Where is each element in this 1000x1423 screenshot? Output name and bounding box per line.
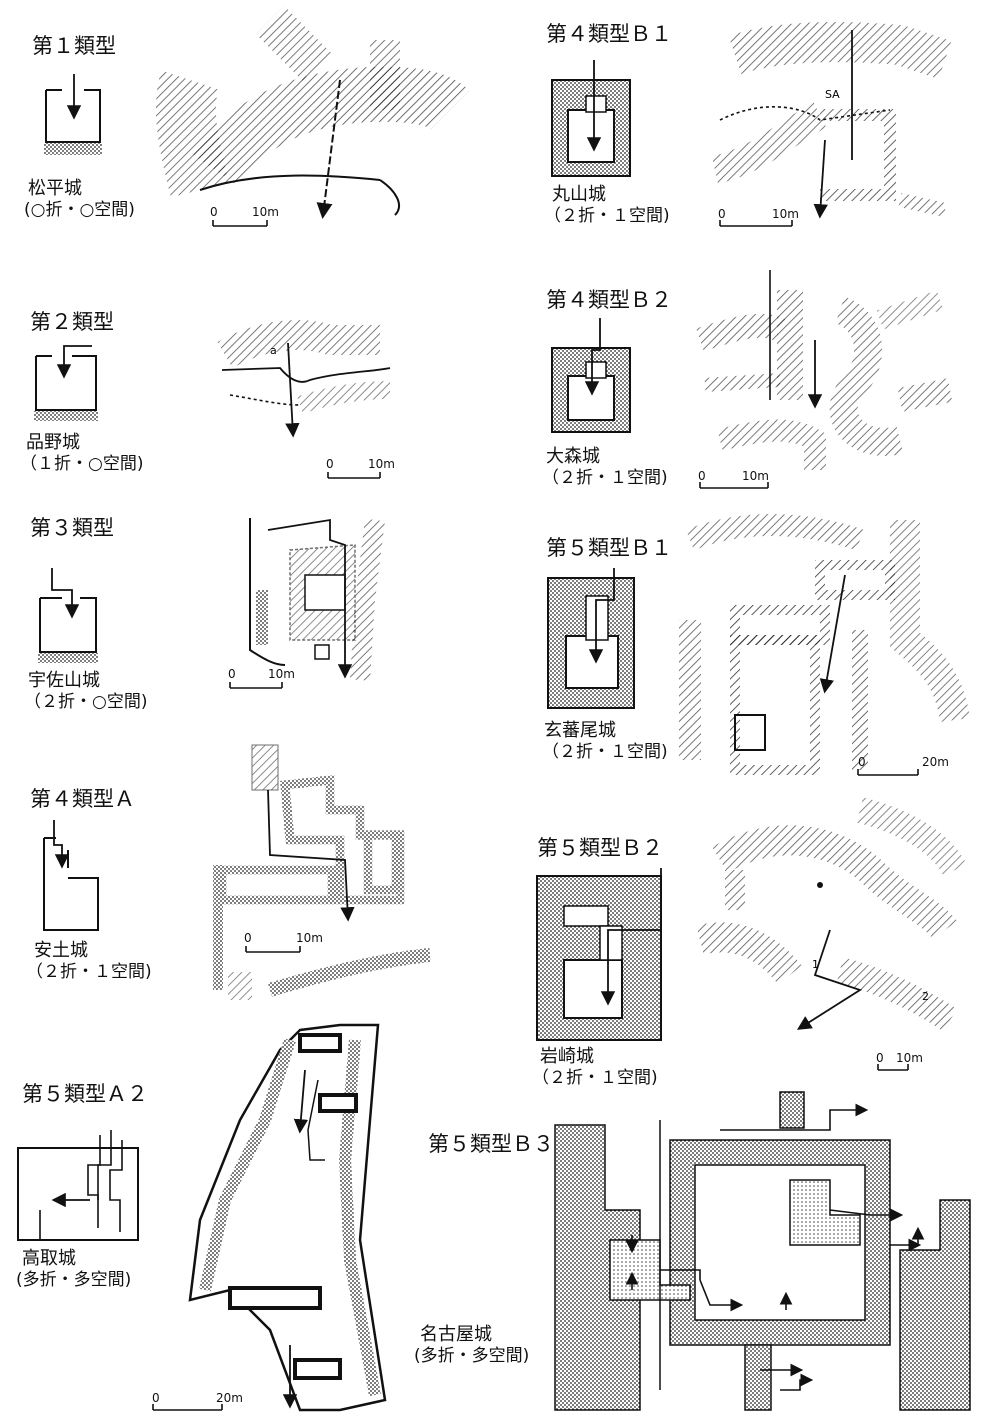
castle-name: 岩崎城 [540,1046,594,1067]
map-label-2: 2 [922,990,929,1003]
scale-zero: 0 [210,205,218,219]
map-label-1: 1 [812,958,819,971]
castle-name: 高取城 [22,1248,76,1269]
type5a2-schematic [17,1130,139,1241]
type4a-schematic [43,820,99,931]
scale-unit: 10m [368,457,395,471]
iwasaki-castle-map [696,797,967,1071]
omori-castle-map [696,270,953,489]
fold-space-note: （２折・１空間) [532,1068,658,1088]
type-label: 第４類型Ａ [30,787,135,811]
type1-schematic [44,74,102,155]
scale-unit: 10m [252,205,279,219]
type2-schematic [34,345,98,421]
type-label: 第５類型Ｂ２ [537,836,663,860]
scale-zero: 0 [244,931,252,945]
map-label-sa: SA [825,88,840,101]
matsudaira-castle-map [155,5,470,227]
scale-unit: 10m [742,469,769,483]
nagoya-castle-map [554,1091,971,1411]
scale-zero: 0 [858,755,866,769]
map-label-a: a [270,344,277,357]
type4b2-schematic [551,318,631,433]
scale-zero: 0 [326,457,334,471]
fold-space-note: （２折・１空間) [26,962,152,982]
fold-space-note: （２折・１空間) [542,468,668,488]
castle-name: 品野城 [26,432,80,453]
scale-zero: 0 [698,469,706,483]
type-label: 第４類型Ｂ２ [546,288,672,312]
fold-space-note: (多折・多空間) [16,1270,132,1290]
type-label: 第５類型Ｂ３ [428,1132,554,1156]
fold-space-note: (多折・多空間) [414,1346,530,1366]
shinano-castle-map [217,320,391,479]
castle-name: 宇佐山城 [28,670,100,691]
genbao-castle-map [679,514,970,776]
scale-unit: 10m [896,1051,923,1065]
type-label: 第３類型 [30,516,114,540]
fold-space-note: （２折・１空間) [544,206,670,226]
type-label: 第１類型 [32,34,116,58]
fold-space-note: （１折・○空間) [20,454,144,474]
scale-zero: 0 [718,207,726,221]
castle-name: 大森城 [546,446,600,467]
scale-unit: 10m [296,931,323,945]
takatori-castle-map [152,1023,387,1412]
maruyama-castle-map [711,22,952,227]
fold-space-note: （２折・１空間) [542,742,668,762]
scale-unit: 10m [268,667,295,681]
fold-space-note: （２折・○空間) [24,692,148,712]
type-label: 第４類型Ｂ１ [546,22,672,46]
scale-unit: 10m [772,207,799,221]
type3-schematic [38,568,98,663]
type5b2-schematic [536,868,662,1041]
azuchi-castle-map [213,744,431,1000]
scale-zero: 0 [152,1391,160,1405]
castle-name: 安土城 [34,940,88,961]
type-label: 第５類型Ａ２ [22,1082,148,1106]
type4b1-schematic [551,60,631,177]
scale-unit: 20m [922,755,949,769]
castle-name: 名古屋城 [420,1324,492,1345]
type5b1-schematic [547,568,635,709]
usayama-castle-map [229,518,385,689]
scale-unit: 20m [216,1391,243,1405]
castle-name: 玄蕃尾城 [544,720,616,741]
castle-name: 松平城 [28,178,82,199]
castle-name: 丸山城 [552,184,606,205]
type-label: 第５類型Ｂ１ [546,536,672,560]
fold-space-note: (○折・○空間) [24,200,135,220]
scale-zero: 0 [876,1051,884,1065]
scale-zero: 0 [228,667,236,681]
type-label: 第２類型 [30,310,114,334]
